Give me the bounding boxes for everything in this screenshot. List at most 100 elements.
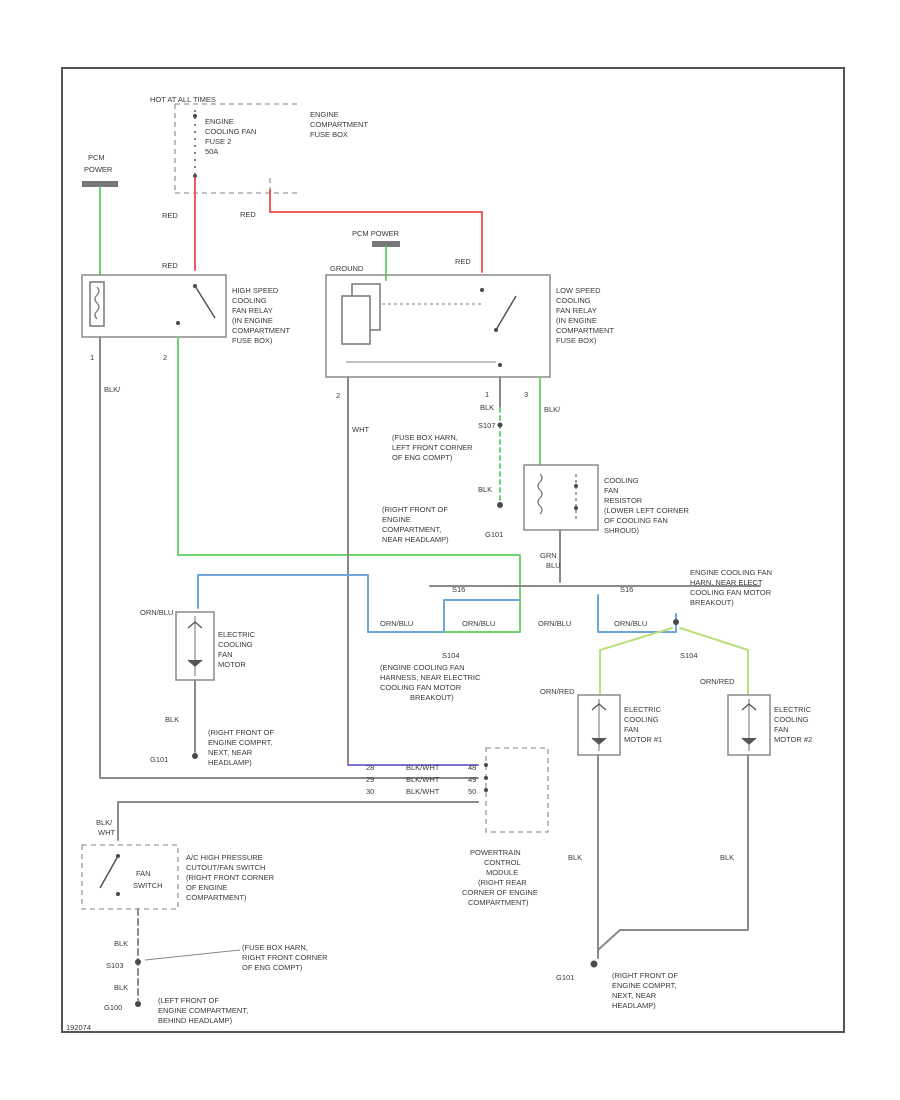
motor-label: FAN [218, 650, 233, 659]
resistor-label: RESISTOR [604, 496, 643, 505]
splice-note: LEFT FRONT CORNER [392, 443, 473, 452]
wire-color-label: ORN/RED [540, 687, 575, 696]
pcm-power-label: POWER [84, 165, 113, 174]
splice-label: S103 [106, 961, 124, 970]
ground-note: COMPARTMENT, [382, 525, 441, 534]
wire-color-label: ORN/RED [700, 677, 735, 686]
ground-note: ENGINE [382, 515, 411, 524]
motor-label: MOTOR [218, 660, 246, 669]
motor-label: MOTOR #2 [774, 735, 812, 744]
resistor-label: (LOWER LEFT CORNER [604, 506, 689, 515]
splice-note: COOLING FAN MOTOR [380, 683, 462, 692]
wire-color-label: ORN/BLU [538, 619, 571, 628]
pcm-label: MODULE [486, 868, 518, 877]
motor-label: COOLING [624, 715, 659, 724]
black-wire-hs-relay-to-pcm [99, 336, 479, 779]
harness-note: BREAKOUT) [690, 598, 734, 607]
pcm-label: CONTROL [484, 858, 521, 867]
ac-high-pressure-cutout-fan-switch: FAN SWITCH A/C HIGH PRESSURE CUTOUT/FAN … [81, 844, 275, 910]
splice-note: HARNESS, NEAR ELECTRIC [380, 673, 481, 682]
splice-note: BREAKOUT) [410, 693, 454, 702]
cooling-fan-resistor: COOLING FAN RESISTOR (LOWER LEFT CORNER … [523, 464, 689, 535]
resistor-label: FAN [604, 486, 619, 495]
splice-label: S16 [620, 585, 633, 594]
diagram-frame [61, 67, 845, 1033]
motor-label: COOLING [218, 640, 253, 649]
electric-cooling-fan-motor: ELECTRIC COOLING FAN MOTOR [175, 611, 256, 681]
ground-note: (RIGHT FRONT OF [382, 505, 448, 514]
harness-note: ENGINE COOLING FAN [690, 568, 772, 577]
wire-color-label: ORN/BLU [614, 619, 647, 628]
figure-id: 192074 [66, 1023, 91, 1032]
black-wire-ac-switch-to-pcm [117, 801, 479, 841]
electric-cooling-fan-motor-1: ELECTRIC COOLING FAN MOTOR #1 [577, 694, 662, 756]
wire-color-label: BLK [114, 983, 128, 992]
wire-color-label: BLU [546, 561, 561, 570]
relay-label: COOLING [232, 296, 267, 305]
wire-color-label: WHT [98, 828, 115, 837]
pcm-pin: 30 [366, 787, 374, 796]
ground-label: GROUND [330, 264, 364, 273]
ground-note: NEXT, NEAR [612, 991, 657, 1000]
pcm-label: (RIGHT REAR [478, 878, 527, 887]
wire-color-label: BLK [480, 403, 494, 412]
pcm-wire: BLK/WHT [406, 763, 440, 772]
splice-label: S16 [452, 585, 465, 594]
pin-number: 1 [485, 390, 489, 399]
motor-label: MOTOR #1 [624, 735, 662, 744]
fuse-2-label: COOLING FAN [205, 127, 256, 136]
motor-label: FAN [774, 725, 789, 734]
splice-note: RIGHT FRONT CORNER [242, 953, 328, 962]
pin-number: 2 [163, 353, 167, 362]
ground-note: ENGINE COMPARTMENT, [158, 1006, 248, 1015]
engine-compartment-fuse-box: HOT AT ALL TIMES ENGINE COMPARTMENT FUSE… [150, 95, 368, 194]
hot-at-all-times-label: HOT AT ALL TIMES [150, 95, 216, 104]
ground-note: (LEFT FRONT OF [158, 996, 219, 1005]
ground-note: NEAR HEADLAMP) [382, 535, 449, 544]
powertrain-control-module: 28 29 30 BLK/WHT BLK/WHT BLK/WHT 48 49 5… [366, 747, 549, 907]
pcm-pin: 28 [366, 763, 374, 772]
wire-color-label: GRN [540, 551, 557, 560]
relay-label: HIGH SPEED [232, 286, 279, 295]
switch-note: CUTOUT/FAN SWITCH [186, 863, 265, 872]
wire-color-label: BLK/ [104, 385, 121, 394]
pcm-power-label: PCM POWER [352, 229, 400, 238]
yellow-green-wire-motor-2 [679, 627, 749, 696]
pcm-label: COMPARTMENT) [468, 898, 529, 907]
low-speed-cooling-fan-relay: GROUND LOW SPEED COOLING FAN RELAY (IN E… [325, 264, 614, 400]
ground-note: ENGINE COMPRT, [612, 981, 676, 990]
fuse-2-label: ENGINE [205, 117, 234, 126]
pcm-power-label: PCM [88, 153, 105, 162]
wire-color-label: BLK [165, 715, 179, 724]
switch-label: FAN [136, 869, 151, 878]
pcm-label: POWERTRAIN [470, 848, 521, 857]
splice-note: OF ENG COMPT) [392, 453, 453, 462]
relay-label: COMPARTMENT [232, 326, 290, 335]
switch-note: (RIGHT FRONT CORNER [186, 873, 275, 882]
motor-label: ELECTRIC [624, 705, 662, 714]
ground-label: G101 [150, 755, 168, 764]
motor-label: ELECTRIC [774, 705, 812, 714]
pcm-pin: 49 [468, 775, 476, 784]
fuse-2-label: FUSE 2 [205, 137, 231, 146]
wire-color-label: BLK/ [96, 818, 113, 827]
relay-label: (IN ENGINE [556, 316, 597, 325]
relay-label: FUSE BOX) [232, 336, 273, 345]
ground-note: HEADLAMP) [612, 1001, 656, 1010]
splice-label: S104 [680, 651, 698, 660]
fuse-box-label: ENGINE [310, 110, 339, 119]
resistor-label: COOLING [604, 476, 639, 485]
fuse-box-label: COMPARTMENT [310, 120, 368, 129]
wire-color-label: RED [162, 211, 178, 220]
wire-color-label: BLK [568, 853, 582, 862]
wire-color-label: BLK [720, 853, 734, 862]
wire-color-label: BLK [114, 939, 128, 948]
switch-note: OF ENGINE [186, 883, 227, 892]
wire-color-label: RED [240, 210, 256, 219]
relay-label: COMPARTMENT [556, 326, 614, 335]
motor-label: FAN [624, 725, 639, 734]
electric-cooling-fan-motor-2: ELECTRIC COOLING FAN MOTOR #2 [727, 694, 812, 756]
motor-label: ELECTRIC [218, 630, 256, 639]
wire-color-label: RED [162, 261, 178, 270]
